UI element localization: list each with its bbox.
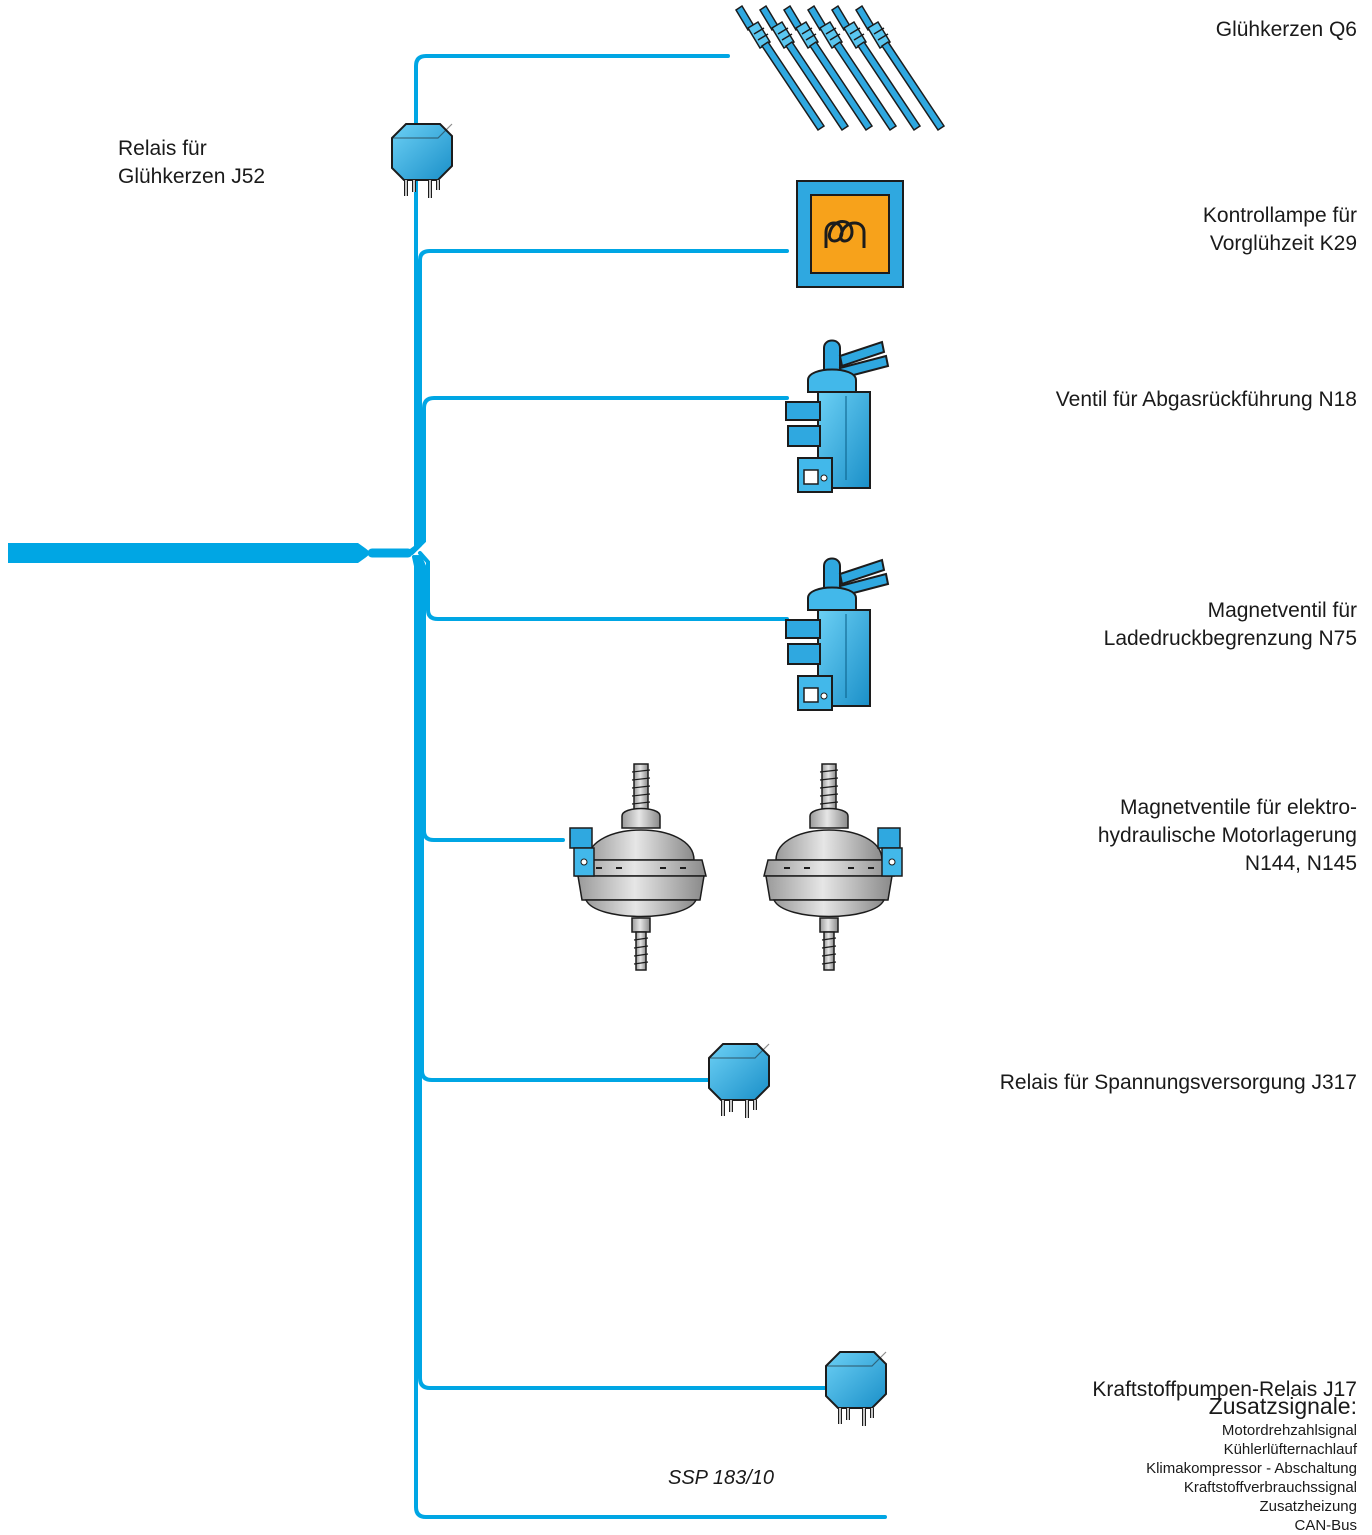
relay-j17-icon	[824, 1350, 888, 1428]
extra-signal-item: Kühlerlüfternachlauf	[1223, 1441, 1357, 1458]
figure-caption: SSP 183/10	[668, 1467, 775, 1489]
glow-lamp-icon	[796, 180, 904, 288]
label-relay-j52: Relais für Glühkerzen J52	[118, 137, 266, 188]
extra-signal-item: Zusatzheizung	[1259, 1498, 1357, 1515]
extra-signal-item: CAN-Bus	[1294, 1517, 1357, 1534]
relay-j52-icon	[390, 122, 454, 200]
label-extra-signals: Zusatzsignale: Motordrehzahlsignal Kühle…	[1146, 1391, 1357, 1535]
valve-n75-icon	[785, 557, 889, 711]
extra-signal-item: Motordrehzahlsignal	[1221, 1422, 1357, 1439]
label-lamp-k29: Kontrollampe für Vorglühzeit K29	[1202, 204, 1357, 255]
extra-signal-item: Kraftstoffverbrauchssignal	[1183, 1479, 1357, 1496]
glow-plug-icon	[735, 5, 945, 131]
label-valve-n18: Ventil für Abgasrückführung N18	[1055, 388, 1357, 411]
relay-j317-icon	[707, 1042, 771, 1120]
valve-n18-icon	[785, 339, 889, 493]
label-relay-j317: Relais für Spannungsversorgung J317	[999, 1071, 1357, 1094]
extra-signals-title: Zusatzsignale:	[1208, 1393, 1357, 1419]
label-glowplugs-q6: Glühkerzen Q6	[1215, 18, 1357, 41]
engine-mount-valve-n144-icon	[569, 763, 707, 971]
label-valve-n75: Magnetventil für Ladedruckbegrenzung N75	[1103, 599, 1357, 650]
engine-mount-valve-n145-icon	[763, 763, 903, 971]
input-arrow	[8, 543, 372, 563]
label-relay-j17: Kraftstoffpumpen-Relais J17	[1092, 1378, 1357, 1401]
extra-signal-item: Klimakompressor - Abschaltung	[1146, 1460, 1357, 1477]
label-valves-n144-n145: Magnetventile für elektro- hydraulische …	[1097, 796, 1357, 875]
wiring-trunk	[367, 54, 887, 1519]
